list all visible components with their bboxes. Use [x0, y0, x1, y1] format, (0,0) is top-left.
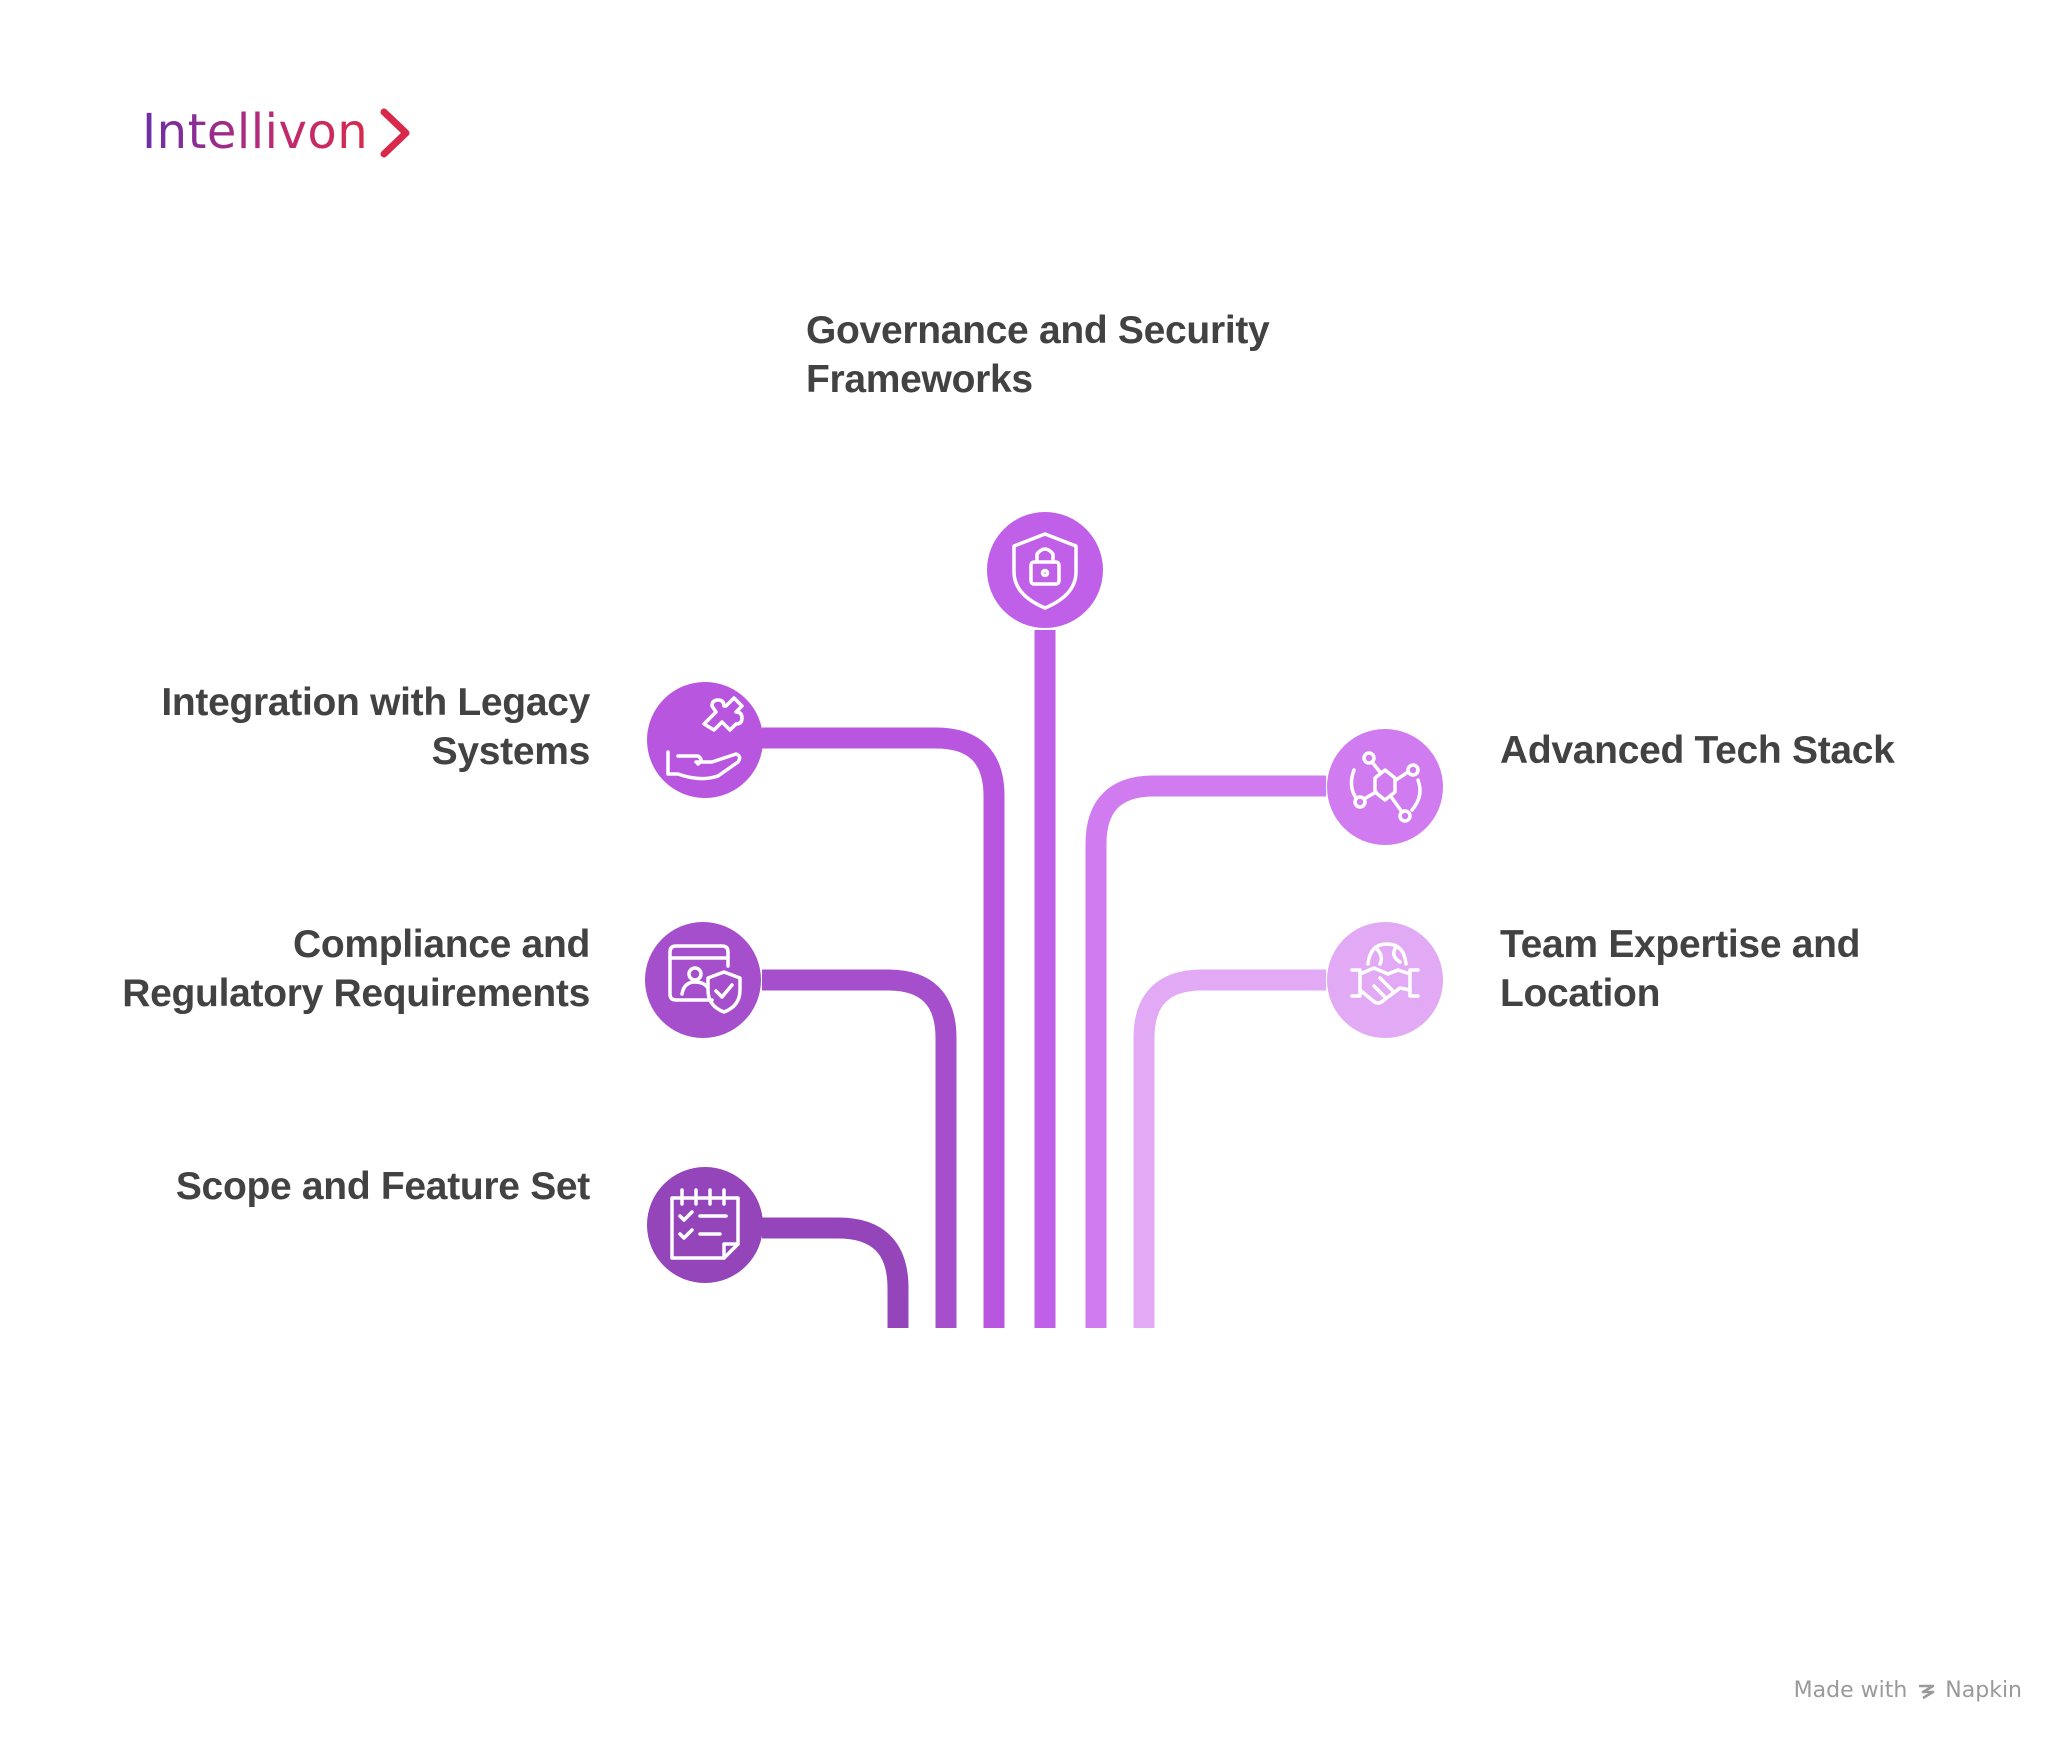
network-nodes-icon: [1349, 751, 1422, 823]
connector-scope: [762, 1217, 909, 1328]
checklist-icon: [670, 1188, 740, 1260]
label-compliance-line-2: Regulatory Requirements: [122, 972, 590, 1015]
label-team-line-2: Location: [1500, 972, 1661, 1015]
label-governance: Governance and Security Frameworks: [806, 306, 1270, 404]
connector-compliance: [762, 969, 957, 1328]
made-with-footer: Made with Napkin: [1794, 1678, 2022, 1703]
brand-logo: Intellivon: [142, 104, 368, 160]
label-governance-line-2: Frameworks: [806, 358, 1033, 401]
node-governance: [987, 512, 1103, 628]
label-scope: Scope and Feature Set: [176, 1162, 590, 1211]
label-compliance: Compliance and Regulatory Requirements: [122, 920, 590, 1018]
made-with-text: Made with: [1793, 1678, 1908, 1703]
label-integration-line-1: Integration with Legacy: [161, 681, 590, 724]
label-advanced: Advanced Tech Stack: [1500, 726, 1895, 775]
label-advanced-line-1: Advanced Tech Stack: [1500, 729, 1895, 772]
napkin-logo-icon: [1919, 1684, 1935, 1699]
node-compliance: [645, 922, 761, 1038]
label-integration-line-2: Systems: [431, 730, 591, 773]
user-shield-icon: [668, 944, 742, 1014]
node-team: [1327, 922, 1443, 1038]
label-team-line-1: Team Expertise and: [1500, 923, 1861, 966]
label-governance-line-1: Governance and Security: [806, 309, 1270, 352]
hand-puzzle-icon: [666, 696, 744, 781]
connector-team: [1133, 969, 1326, 1328]
brand-name: Intellivon: [142, 104, 369, 160]
shield-lock-icon: [1012, 532, 1078, 610]
label-integration: Integration with Legacy Systems: [161, 678, 590, 776]
brand-chevron-icon: [380, 108, 410, 158]
globe-handshake-icon: [1350, 942, 1420, 1005]
node-advanced: [1327, 729, 1443, 845]
node-integration: [647, 682, 763, 798]
label-compliance-line-1: Compliance and: [292, 923, 590, 966]
label-team: Team Expertise and Location: [1500, 920, 1860, 1018]
napkin-text: Napkin: [1945, 1678, 2022, 1703]
connector-advanced: [1085, 775, 1326, 1328]
label-scope-line-1: Scope and Feature Set: [175, 1165, 590, 1208]
connector-integration: [762, 727, 1005, 1328]
node-scope: [647, 1167, 763, 1283]
